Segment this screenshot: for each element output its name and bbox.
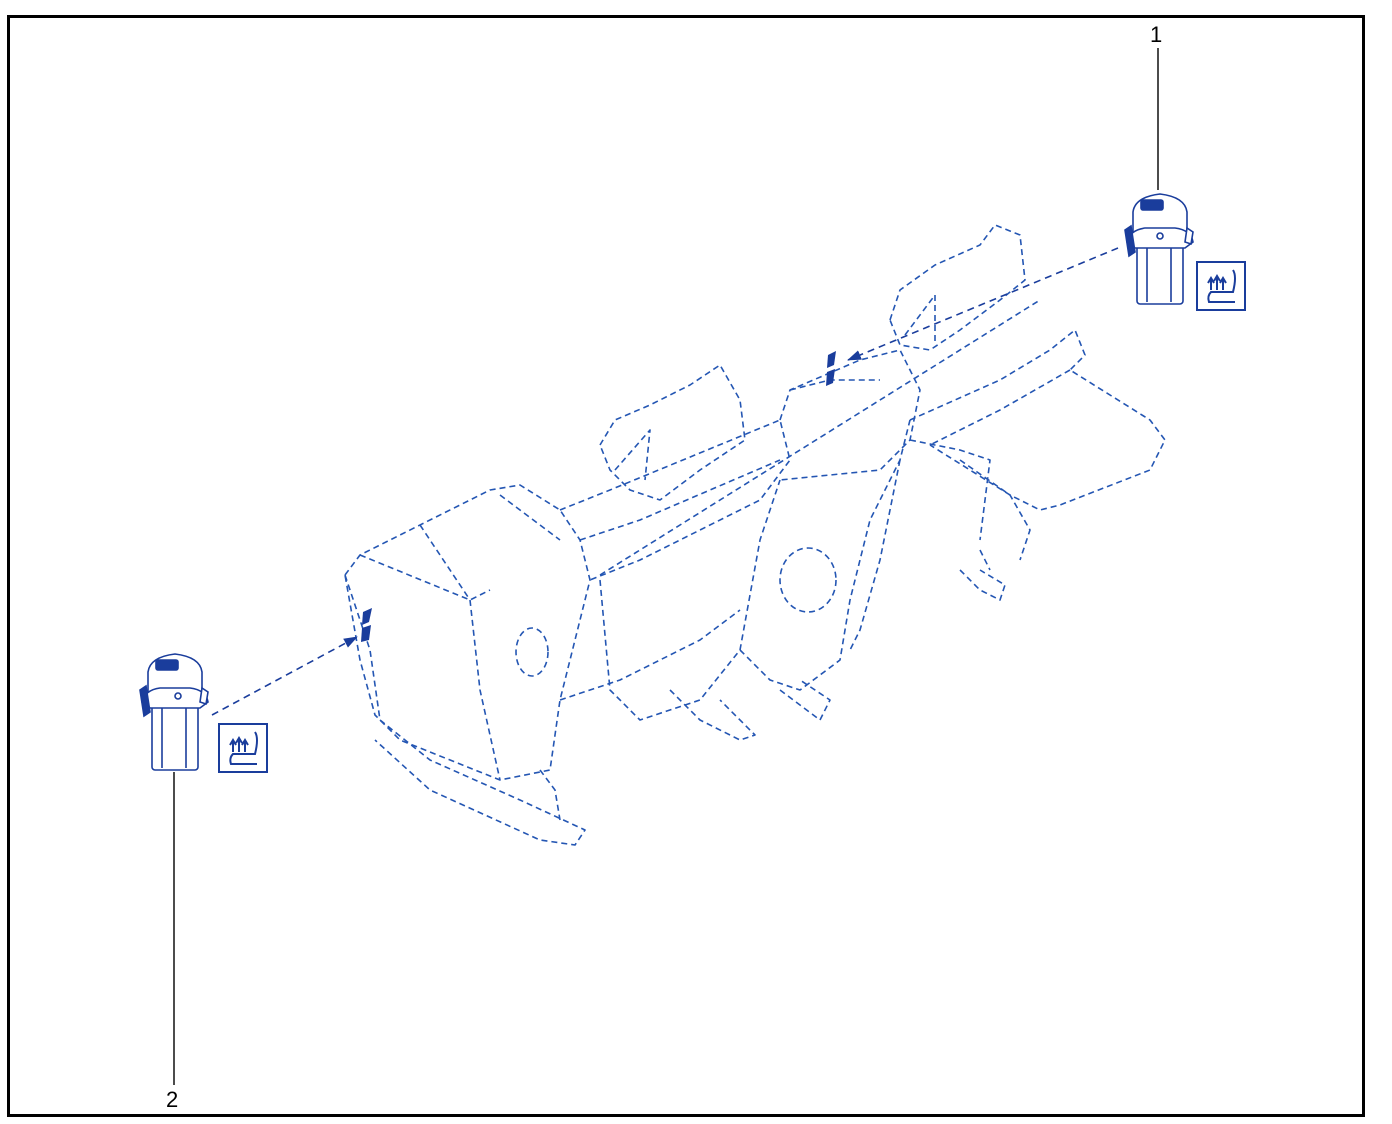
installation-arrows: [211, 247, 1119, 716]
heated-seat-switch-icon: [139, 653, 209, 771]
seat-outline-phantom: [344, 224, 1166, 846]
callout-number-1: 1: [1150, 22, 1163, 47]
location-marks: [361, 351, 836, 642]
seat-heater-symbol-icon: [218, 723, 268, 773]
heated-seat-switch-icon: [1124, 193, 1194, 305]
leader-lines: [173, 48, 1159, 1085]
callout-number-2: 2: [166, 1087, 179, 1112]
arrow-part-2: [211, 636, 358, 716]
seat-heater-symbol-icon: [1196, 261, 1246, 311]
diagram-frame: [7, 15, 1365, 1117]
arrow-part-1: [847, 247, 1119, 361]
